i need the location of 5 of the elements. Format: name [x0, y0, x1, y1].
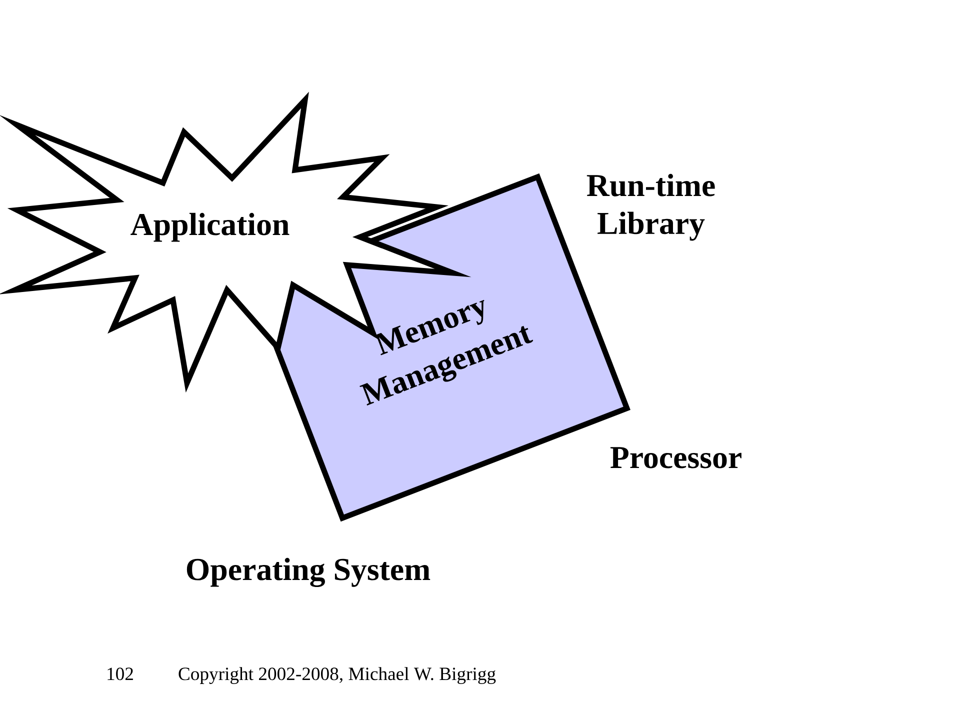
layer-label: Processor [610, 447, 742, 468]
copyright-notice: Copyright 2002-2008, Michael W. Bigrigg [178, 667, 496, 684]
page-number: 102 [108, 668, 133, 680]
layer-label: Run-time Library [586, 174, 715, 241]
layer-label: Operating System [186, 558, 430, 588]
